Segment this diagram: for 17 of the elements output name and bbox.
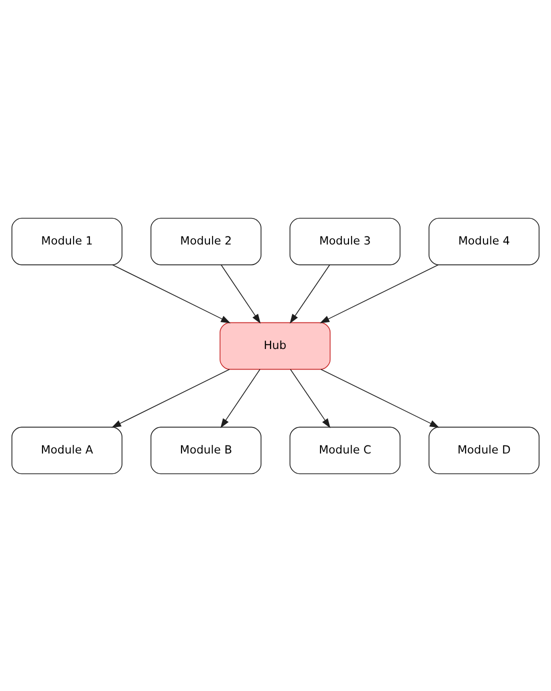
arrow [111,368,230,428]
node-box: Hub [220,322,331,370]
node-box: Module B [150,426,262,474]
arrow [320,264,439,323]
node-box: Module 2 [150,217,262,265]
arrow [290,264,330,324]
arrow [220,368,260,428]
node-box: Module 1 [12,217,122,265]
node-box: Module 4 [428,217,540,265]
node-box: Module 3 [290,217,400,265]
arrow [220,264,261,324]
node-box: Module A [12,426,122,474]
arrow [320,368,440,428]
arrow [112,264,231,323]
node-box: Module C [290,426,400,474]
node-box: Module D [428,426,540,474]
arrow [290,368,330,428]
